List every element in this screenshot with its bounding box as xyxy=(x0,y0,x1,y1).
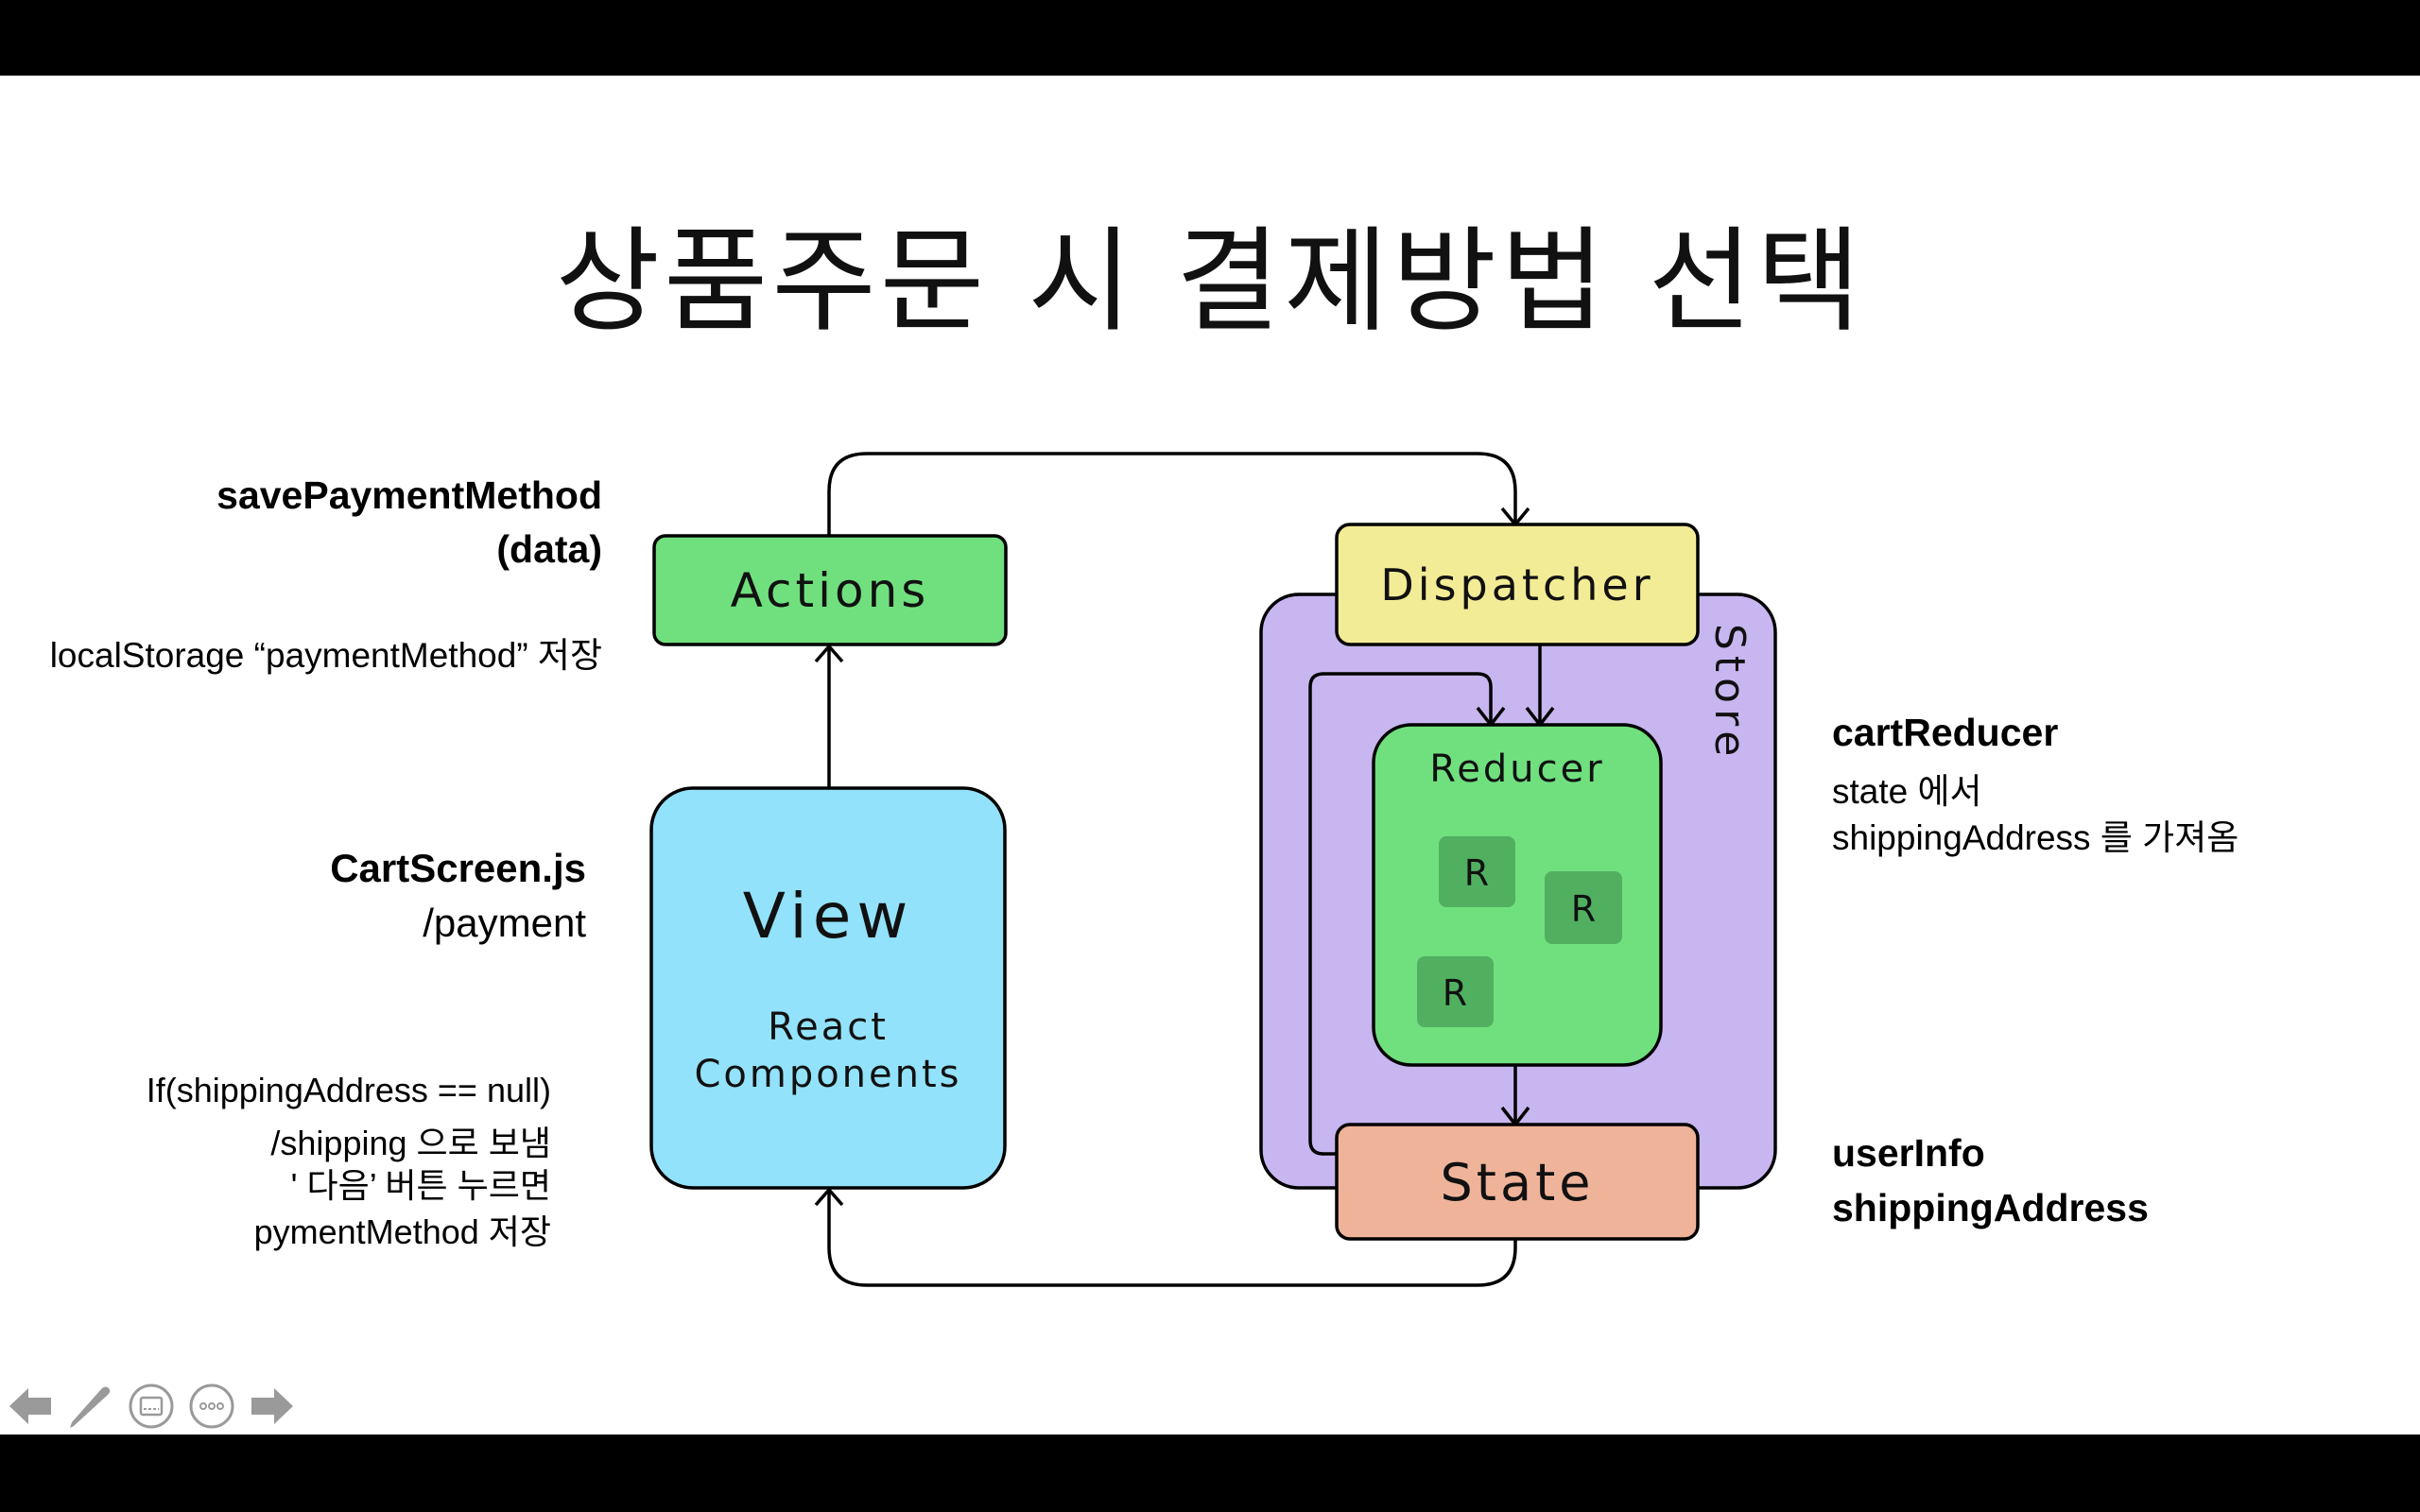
action-arg: (data) xyxy=(496,527,602,571)
reducer-item: R xyxy=(1571,888,1596,930)
arrow-state-to-reducer xyxy=(1308,672,1493,1156)
previous-slide-arrow-icon[interactable] xyxy=(8,1383,55,1430)
view-sub-label: Components xyxy=(694,1053,961,1096)
local-storage-note: localStorage “paymentMethod” 저장 xyxy=(49,636,602,675)
slide: 상품주문 시 결제방법 선택 Store xyxy=(0,76,2420,1435)
state-label: State xyxy=(1441,1153,1595,1212)
actions-box: Actions xyxy=(652,534,1008,646)
state-box: State xyxy=(1335,1123,1700,1241)
reducer-desc: shippingAddress 를 가져옴 xyxy=(1832,818,2239,857)
arrow-state-to-view xyxy=(827,1190,1517,1287)
pen-icon[interactable] xyxy=(66,1383,113,1430)
reducer-desc: state 에서 xyxy=(1832,772,1982,811)
action-name: savePaymentMethod xyxy=(216,473,602,517)
state-field: userInfo xyxy=(1832,1131,1985,1175)
view-sub-label: React xyxy=(768,1005,889,1049)
slide-title: 상품주문 시 결제방법 선택 xyxy=(555,216,1865,348)
subtitles-icon[interactable] xyxy=(128,1383,175,1430)
arrow-actions-to-dispatcher xyxy=(827,452,1517,536)
view-box: View React Components xyxy=(649,786,1007,1190)
dispatcher-box: Dispatcher xyxy=(1335,523,1700,646)
logic-note: If(shippingAddress == null) xyxy=(146,1071,551,1109)
route-note: /payment xyxy=(423,901,586,945)
dispatcher-label: Dispatcher xyxy=(1380,559,1653,610)
reducer-name: cartReducer xyxy=(1832,711,2059,754)
actions-label: Actions xyxy=(731,563,930,618)
reducer-item: R xyxy=(1464,852,1489,894)
view-label: View xyxy=(743,880,914,953)
screen-name: CartScreen.js xyxy=(330,846,586,890)
more-options-icon[interactable] xyxy=(188,1383,235,1430)
next-slide-arrow-icon[interactable] xyxy=(248,1383,295,1430)
reducer-item: R xyxy=(1443,972,1467,1014)
state-field: shippingAddress xyxy=(1832,1186,2149,1229)
reducer-label: Reducer xyxy=(1429,747,1604,791)
logic-note: pymentMethod 저장 xyxy=(253,1212,551,1251)
reducer-box: Reducer R R R xyxy=(1372,723,1663,1067)
logic-note: ' 다음’ 버튼 누르면 xyxy=(290,1166,551,1205)
store-label: Store xyxy=(1705,624,1754,762)
logic-note: /shipping 으로 보냄 xyxy=(270,1124,551,1162)
